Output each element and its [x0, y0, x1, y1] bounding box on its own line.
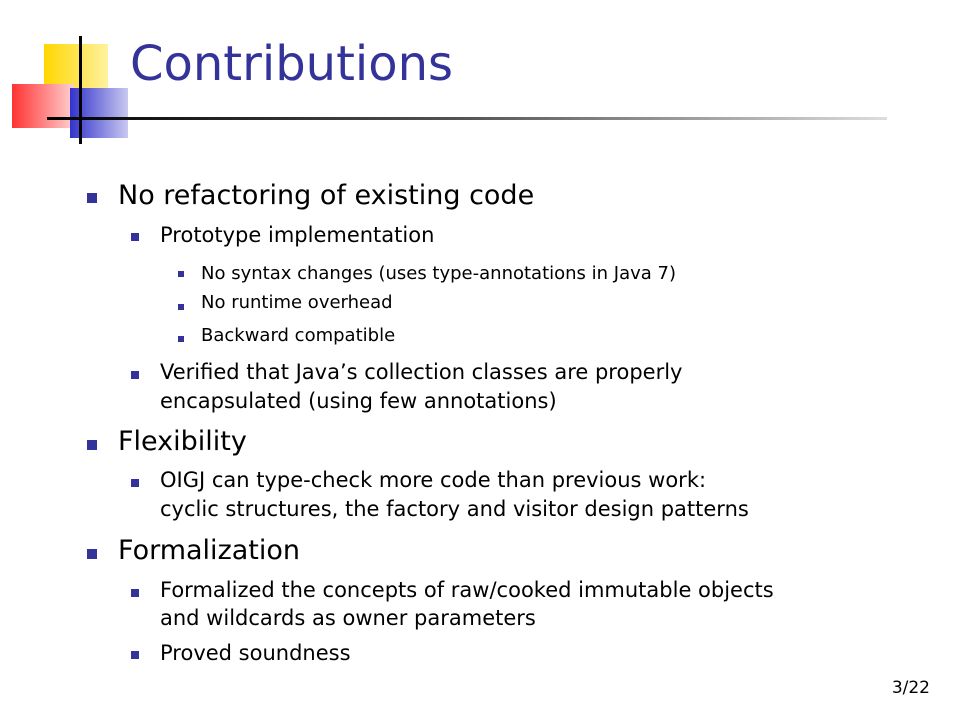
bullet-oigj-line2: cyclic structures, the factory and visit… [160, 497, 749, 521]
bullet-marker [131, 651, 139, 659]
bullet-marker [87, 440, 97, 450]
bullet-no-refactoring: No refactoring of existing code [118, 180, 535, 211]
bullet-formalized-concepts-line2: and wildcards as owner parameters [160, 606, 536, 630]
bullet-proved-soundness: Proved soundness [160, 641, 351, 665]
bullet-marker [131, 589, 139, 597]
bullet-marker [131, 233, 139, 241]
bullet-marker [178, 304, 184, 310]
bullet-marker [87, 193, 97, 203]
bullet-no-runtime-overhead: No runtime overhead [201, 292, 393, 313]
bullet-backward-compatible: Backward compatible [201, 325, 396, 346]
bullet-marker [178, 336, 184, 342]
bullet-marker [131, 479, 139, 487]
bullet-formalized-concepts-line1: Formalized the concepts of raw/cooked im… [160, 578, 774, 602]
bullet-marker [131, 371, 139, 379]
bullet-marker [87, 549, 97, 559]
bullet-no-syntax-changes: No syntax changes (uses type-annotations… [201, 263, 677, 284]
bullet-oigj-line1: OIGJ can type-check more code than previ… [160, 468, 707, 492]
bullet-marker [178, 271, 184, 277]
corner-decoration [12, 36, 887, 144]
bullet-prototype-implementation: Prototype implementation [160, 223, 435, 247]
bullet-verified-collections-line2: encapsulated (using few annotations) [160, 389, 557, 413]
bullet-flexibility: Flexibility [118, 426, 247, 457]
page-number: 3/22 [891, 678, 930, 698]
bullet-formalization: Formalization [118, 535, 300, 566]
bullet-verified-collections-line1: Verified that Java’s collection classes … [160, 360, 683, 384]
slide-title: Contributions [130, 36, 454, 92]
